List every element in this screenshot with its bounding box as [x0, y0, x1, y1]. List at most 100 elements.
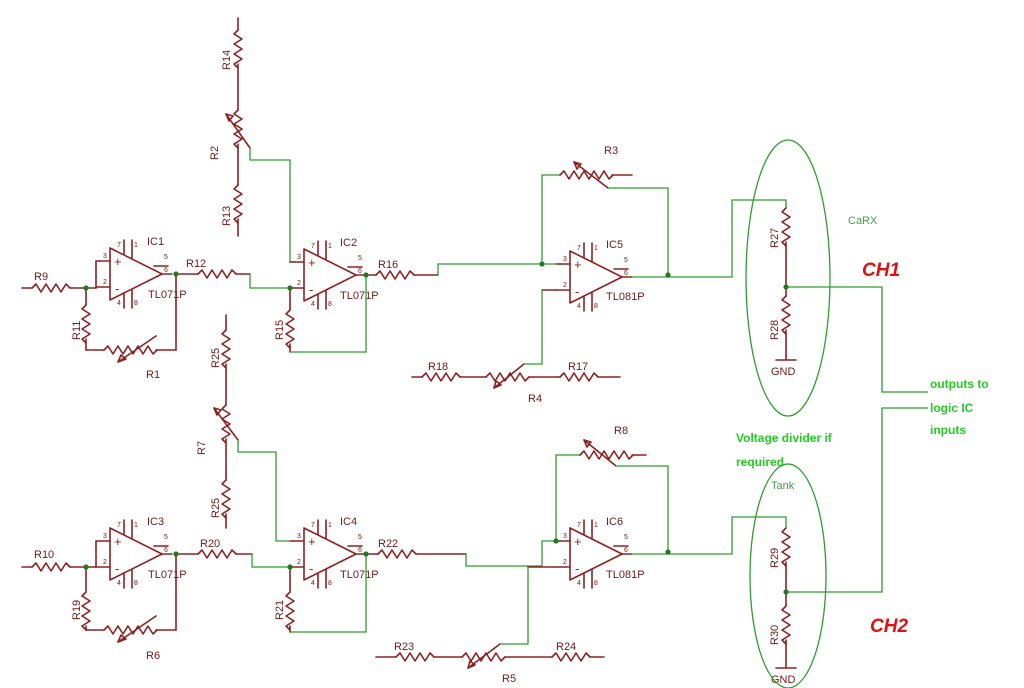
potentiometer-r5 — [461, 643, 553, 669]
resistor-r12 — [175, 269, 251, 279]
net-ic5-out — [632, 199, 787, 278]
label-r11: R11 — [71, 321, 83, 340]
net-r4-ic5 — [524, 290, 543, 365]
pin-label: 3 — [297, 533, 301, 540]
net-r22-ic6 — [465, 540, 556, 567]
pin-label: 7 — [117, 522, 121, 529]
potentiometer-r3 — [559, 161, 633, 189]
plus-sign: + — [308, 255, 316, 270]
pin-label: 5 — [358, 255, 362, 262]
pin-label: 7 — [577, 245, 581, 252]
junction-dot — [83, 564, 89, 570]
resistor-r27 — [781, 207, 791, 297]
pin-label: 8 — [134, 300, 138, 307]
net-ch2-out — [786, 407, 928, 593]
pin-label: 3 — [103, 253, 107, 260]
plus-sign: + — [114, 534, 122, 549]
plus-sign: + — [308, 534, 316, 549]
plus-sign: + — [114, 254, 122, 269]
resistor-r9 — [21, 283, 97, 293]
junction-dot — [553, 538, 559, 544]
pin-label: 2 — [297, 559, 301, 566]
label-r10: R10 — [34, 549, 54, 561]
resistor-r18 — [411, 372, 487, 382]
junction-dot — [783, 589, 789, 595]
divider-ellipse-ch2 — [749, 463, 827, 688]
pin-label: 8 — [134, 580, 138, 587]
pin-label: 4 — [117, 300, 121, 307]
net-r8-left — [555, 454, 580, 541]
junction-dot — [783, 284, 789, 290]
opamp-ic2 — [289, 240, 367, 311]
resistor-r13 — [233, 184, 243, 237]
minus-sign: - — [575, 284, 579, 299]
label-r3: R3 — [604, 145, 618, 157]
label-r25-top: R25 — [210, 348, 222, 368]
label-r18: R18 — [428, 361, 448, 373]
net-r2-ic2 — [249, 148, 291, 262]
net-r8-out — [616, 465, 669, 552]
outputs-note-line3: inputs — [930, 423, 966, 437]
potentiometer-r2 — [225, 109, 251, 186]
pin-label: 2 — [103, 559, 107, 566]
net-ic4-feedback — [290, 554, 367, 633]
part-ic6: TL081P — [606, 569, 645, 581]
pin-label: 2 — [103, 279, 107, 286]
minus-sign: - — [309, 561, 313, 576]
resistor-r25-bottom — [221, 479, 231, 529]
label-r20: R20 — [200, 538, 220, 550]
potentiometer-r4 — [485, 363, 561, 389]
resistor-r11 — [81, 287, 105, 351]
pin-label: 6 — [624, 547, 628, 554]
label-r5: R5 — [502, 673, 516, 685]
pin-label: 5 — [358, 534, 362, 541]
top-chain: R9 3 2 7 1 5 6 4 8 + - IC1 TL071P R11 — [21, 17, 928, 405]
junction-dot — [173, 551, 179, 557]
divider-note-line1: Voltage divider if — [736, 431, 833, 445]
pin-label: 3 — [297, 254, 301, 261]
bottom-chain: R10 3 2 7 1 5 6 4 8 + - IC3 TL071P R19 — [21, 314, 928, 686]
pin-label: 8 — [328, 301, 332, 308]
pin-label: 1 — [594, 522, 598, 529]
label-r14: R14 — [221, 50, 233, 70]
outputs-note-line1: outputs to — [930, 377, 989, 391]
net-ch1-out — [786, 286, 928, 393]
minus-sign: - — [115, 561, 119, 576]
label-r9: R9 — [34, 271, 48, 283]
potentiometer-r6 — [103, 553, 177, 643]
label-r17: R17 — [568, 361, 588, 373]
pin-label: 2 — [297, 280, 301, 287]
net-r7-ic4 — [237, 440, 290, 542]
pin-label: 8 — [594, 580, 598, 587]
part-ic2: TL071P — [340, 290, 379, 302]
net-ic2-feedback — [290, 275, 367, 353]
label-r29: R29 — [769, 548, 781, 568]
label-r23: R23 — [394, 641, 414, 653]
pin-label: 4 — [577, 580, 581, 587]
resistor-r30 — [775, 605, 797, 669]
label-r13: R13 — [221, 206, 233, 226]
pin-label: 2 — [563, 559, 567, 566]
pin-label: 4 — [311, 301, 315, 308]
resistor-r15 — [285, 309, 295, 353]
pin-label: 6 — [164, 267, 168, 274]
label-r22: R22 — [378, 538, 398, 550]
pin-label: 7 — [311, 522, 315, 529]
carx-label: CaRX — [848, 215, 878, 227]
label-ic6: IC6 — [606, 516, 623, 528]
pin-label: 7 — [311, 243, 315, 250]
pin-label: 5 — [164, 254, 168, 261]
potentiometer-r1 — [103, 273, 177, 363]
pin-label: 1 — [594, 245, 598, 252]
label-r8: R8 — [614, 425, 628, 437]
label-ic5: IC5 — [606, 239, 623, 251]
label-ic1: IC1 — [147, 236, 164, 248]
pin-label: 4 — [311, 580, 315, 587]
outputs-note-line2: logic IC — [930, 401, 974, 415]
resistor-r17 — [559, 372, 621, 382]
pin-label: 5 — [164, 534, 168, 541]
label-ic4: IC4 — [340, 516, 357, 528]
junction-dot — [287, 564, 293, 570]
junction-dot — [173, 271, 179, 277]
